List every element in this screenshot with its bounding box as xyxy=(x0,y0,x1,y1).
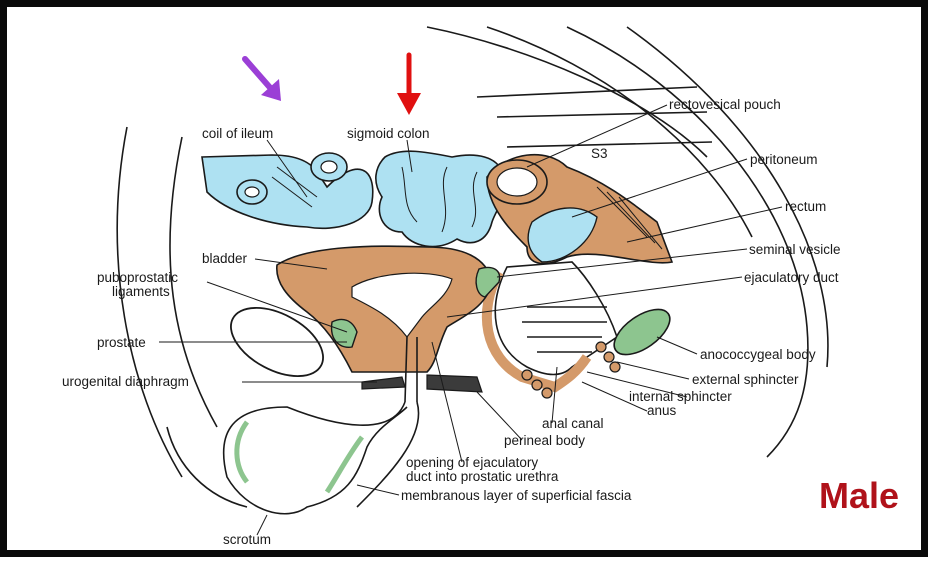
label-seminal-vesicle: seminal vesicle xyxy=(749,242,841,257)
label-internal-sphincter: internal sphincter xyxy=(629,389,732,404)
label-s3: S3 xyxy=(591,146,608,161)
rectum xyxy=(487,155,672,264)
label-external-sphincter: external sphincter xyxy=(692,372,799,387)
urogenital-diaphragm xyxy=(362,375,482,392)
purple-arrow xyxy=(245,59,281,101)
label-rectovesical-pouch: rectovesical pouch xyxy=(669,97,781,112)
label-sigmoid-colon: sigmoid colon xyxy=(347,126,430,141)
label-prostate: prostate xyxy=(97,335,146,350)
label-bladder: bladder xyxy=(202,251,248,266)
label-ligaments: ligaments xyxy=(112,284,170,299)
label-ejaculatory-duct: ejaculatory duct xyxy=(744,270,839,285)
red-arrow xyxy=(397,55,421,115)
seminal-vesicle xyxy=(476,268,499,297)
penis-and-scrotum xyxy=(167,402,419,514)
coil-of-ileum xyxy=(202,153,373,228)
label-coil-of-ileum: coil of ileum xyxy=(202,126,273,141)
label-anococcygeal-body: anococcygeal body xyxy=(700,347,816,362)
label-opening-line2: duct into prostatic urethra xyxy=(406,469,559,484)
label-urogenital-diaphragm: urogenital diaphragm xyxy=(62,374,189,389)
label-rectum: rectum xyxy=(785,199,826,214)
anal-canal xyxy=(487,262,617,387)
label-puboprostatic: puboprostatic xyxy=(97,270,178,285)
label-scrotum: scrotum xyxy=(223,532,271,547)
pelvis-sagittal-diagram: coil of ileum sigmoid colon rectovesical… xyxy=(7,7,928,564)
label-peritoneum: peritoneum xyxy=(750,152,818,167)
label-membranous-layer: membranous layer of superficial fascia xyxy=(401,488,632,503)
label-opening-line1: opening of ejaculatory xyxy=(406,455,538,470)
sex-badge: Male xyxy=(819,475,899,517)
anococcygeal-body xyxy=(607,301,678,364)
label-perineal-body: perineal body xyxy=(504,433,585,448)
sigmoid-colon xyxy=(376,151,506,246)
label-anus: anus xyxy=(647,403,677,418)
label-anal-canal: anal canal xyxy=(542,416,604,431)
